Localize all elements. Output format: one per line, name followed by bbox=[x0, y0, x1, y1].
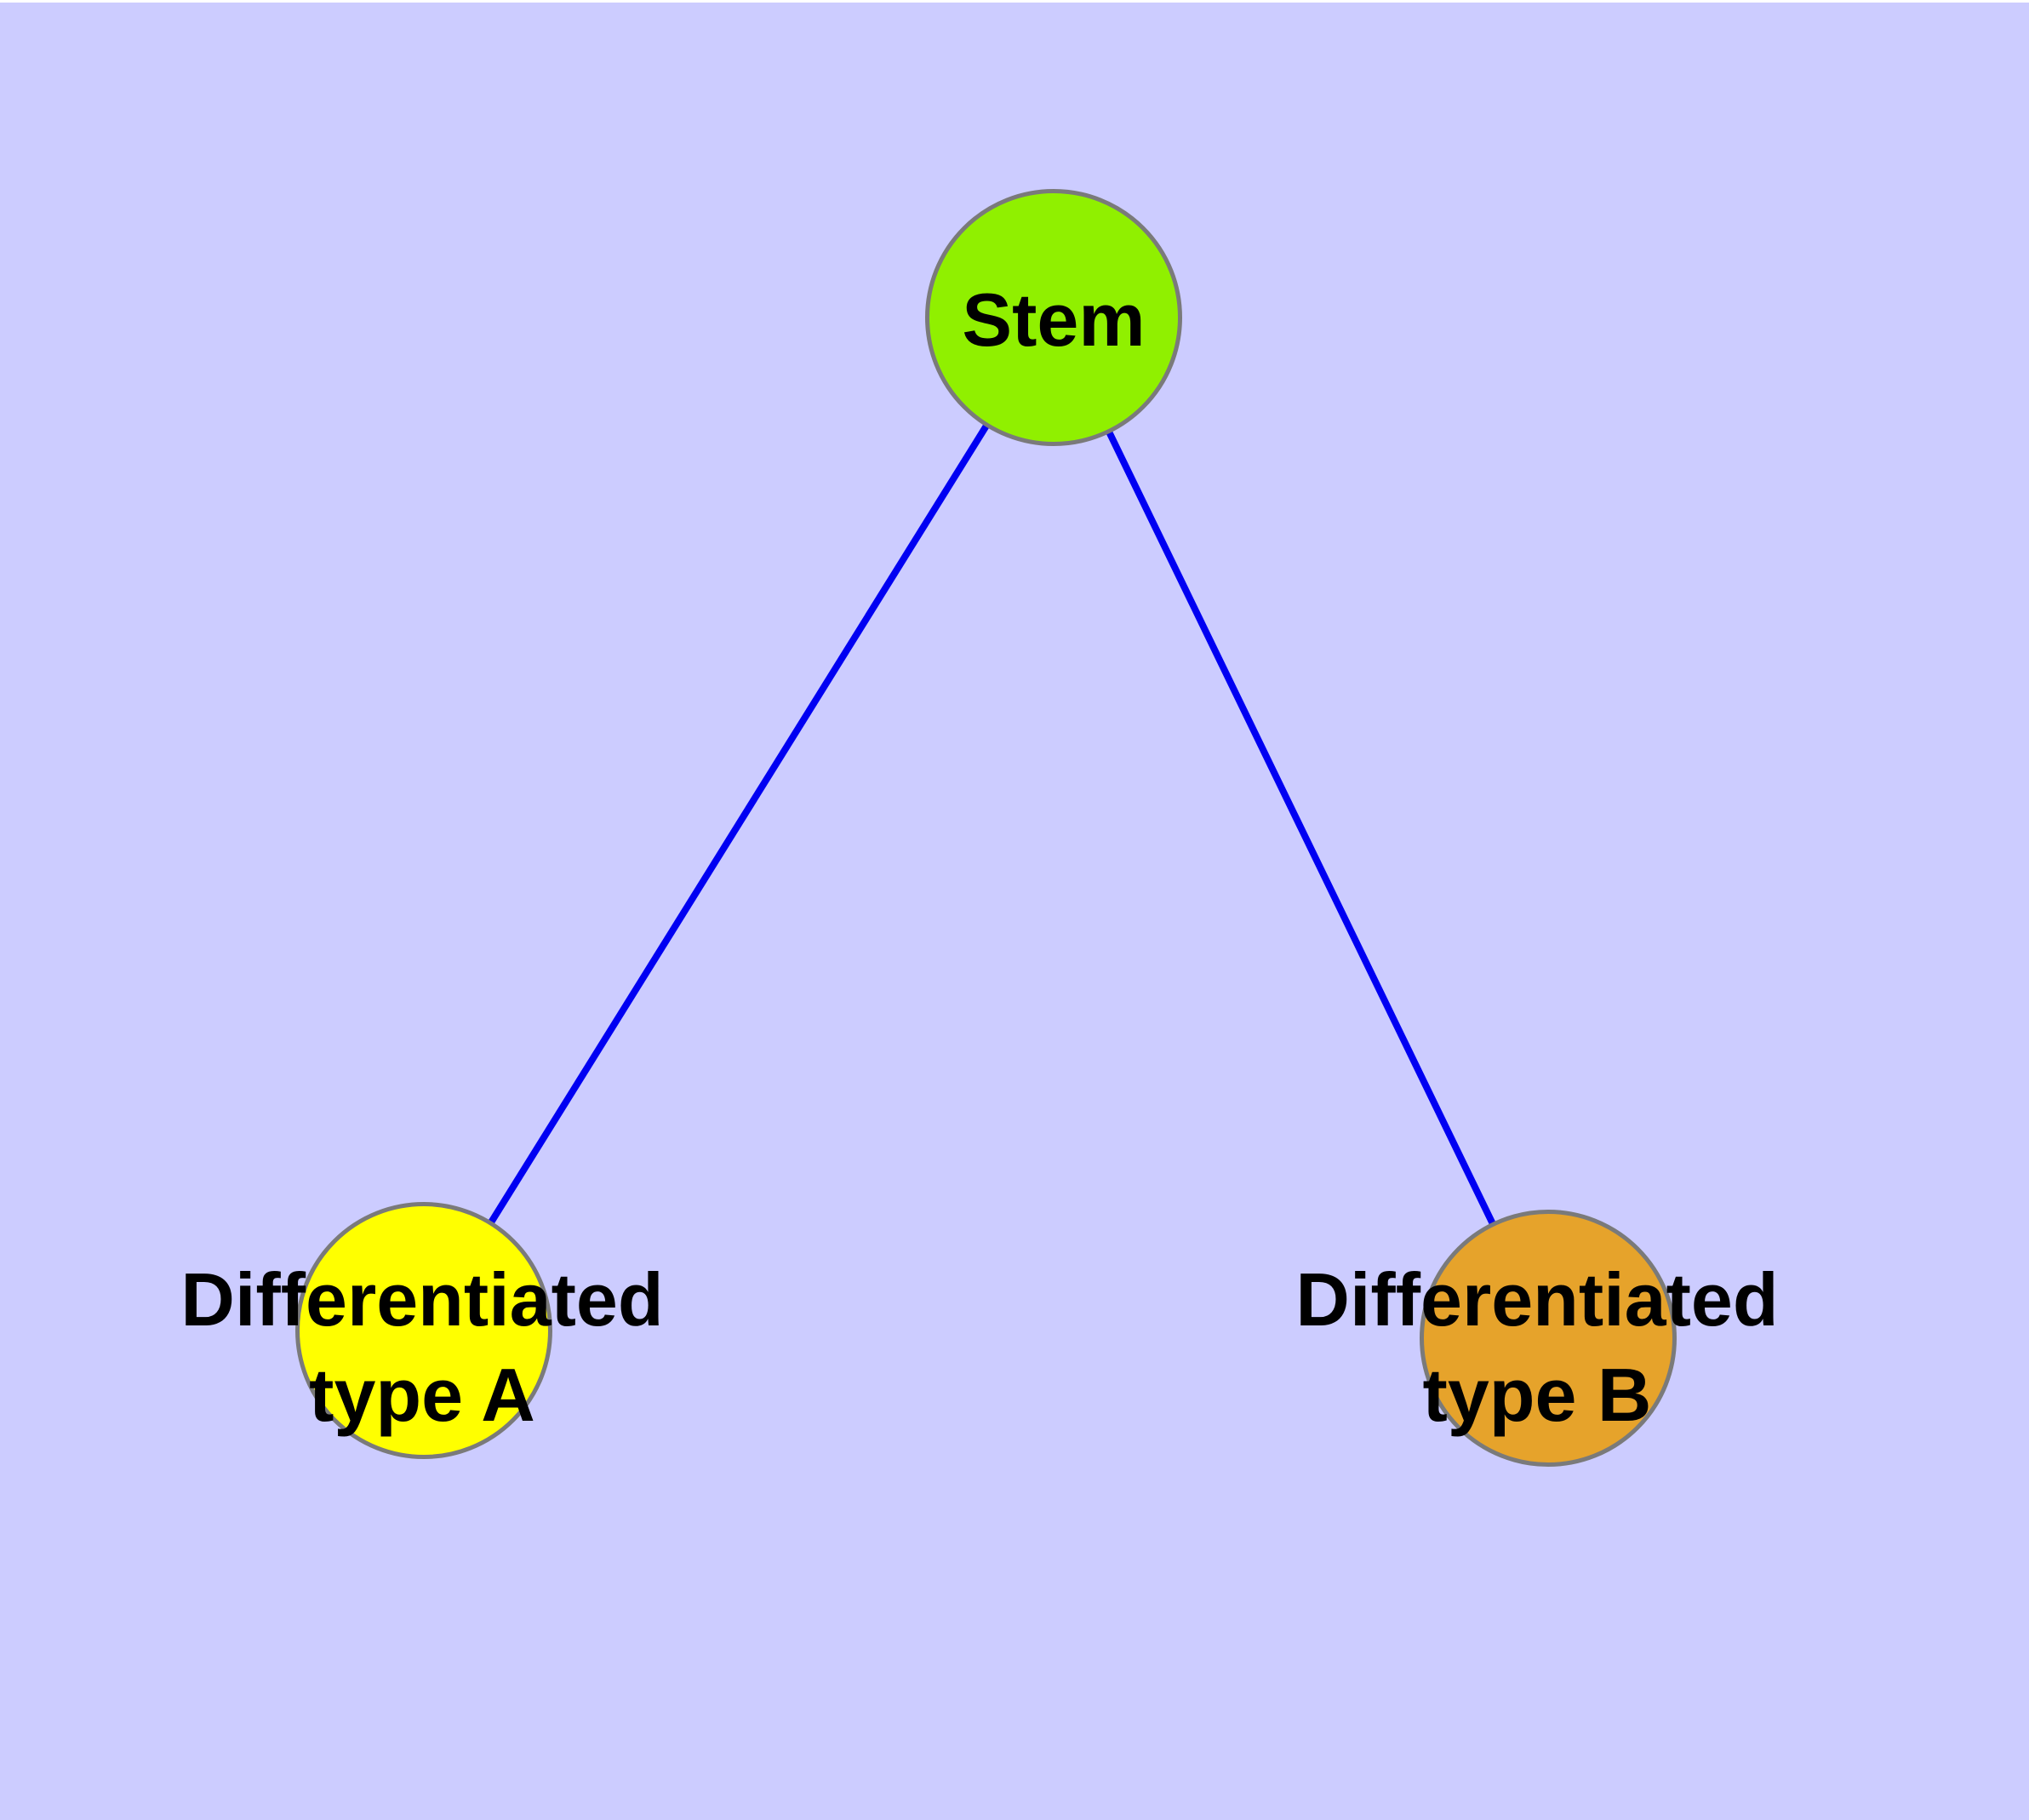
canvas-top-margin bbox=[0, 0, 2029, 3]
node-differentiated-type-a-label: Differentiated type A bbox=[180, 1257, 664, 1437]
node-stem-label: Stem bbox=[962, 278, 1146, 362]
node-stem-circle bbox=[925, 189, 1182, 446]
node-differentiated-type-b-circle bbox=[1420, 1210, 1677, 1467]
node-differentiated-type-b-label: Differentiated type B bbox=[1295, 1257, 1779, 1437]
node-differentiated-type-a-circle bbox=[295, 1202, 552, 1459]
edge-stem-to-type-b bbox=[1050, 316, 1552, 1340]
edge-stem-to-type-a bbox=[420, 315, 1057, 1333]
